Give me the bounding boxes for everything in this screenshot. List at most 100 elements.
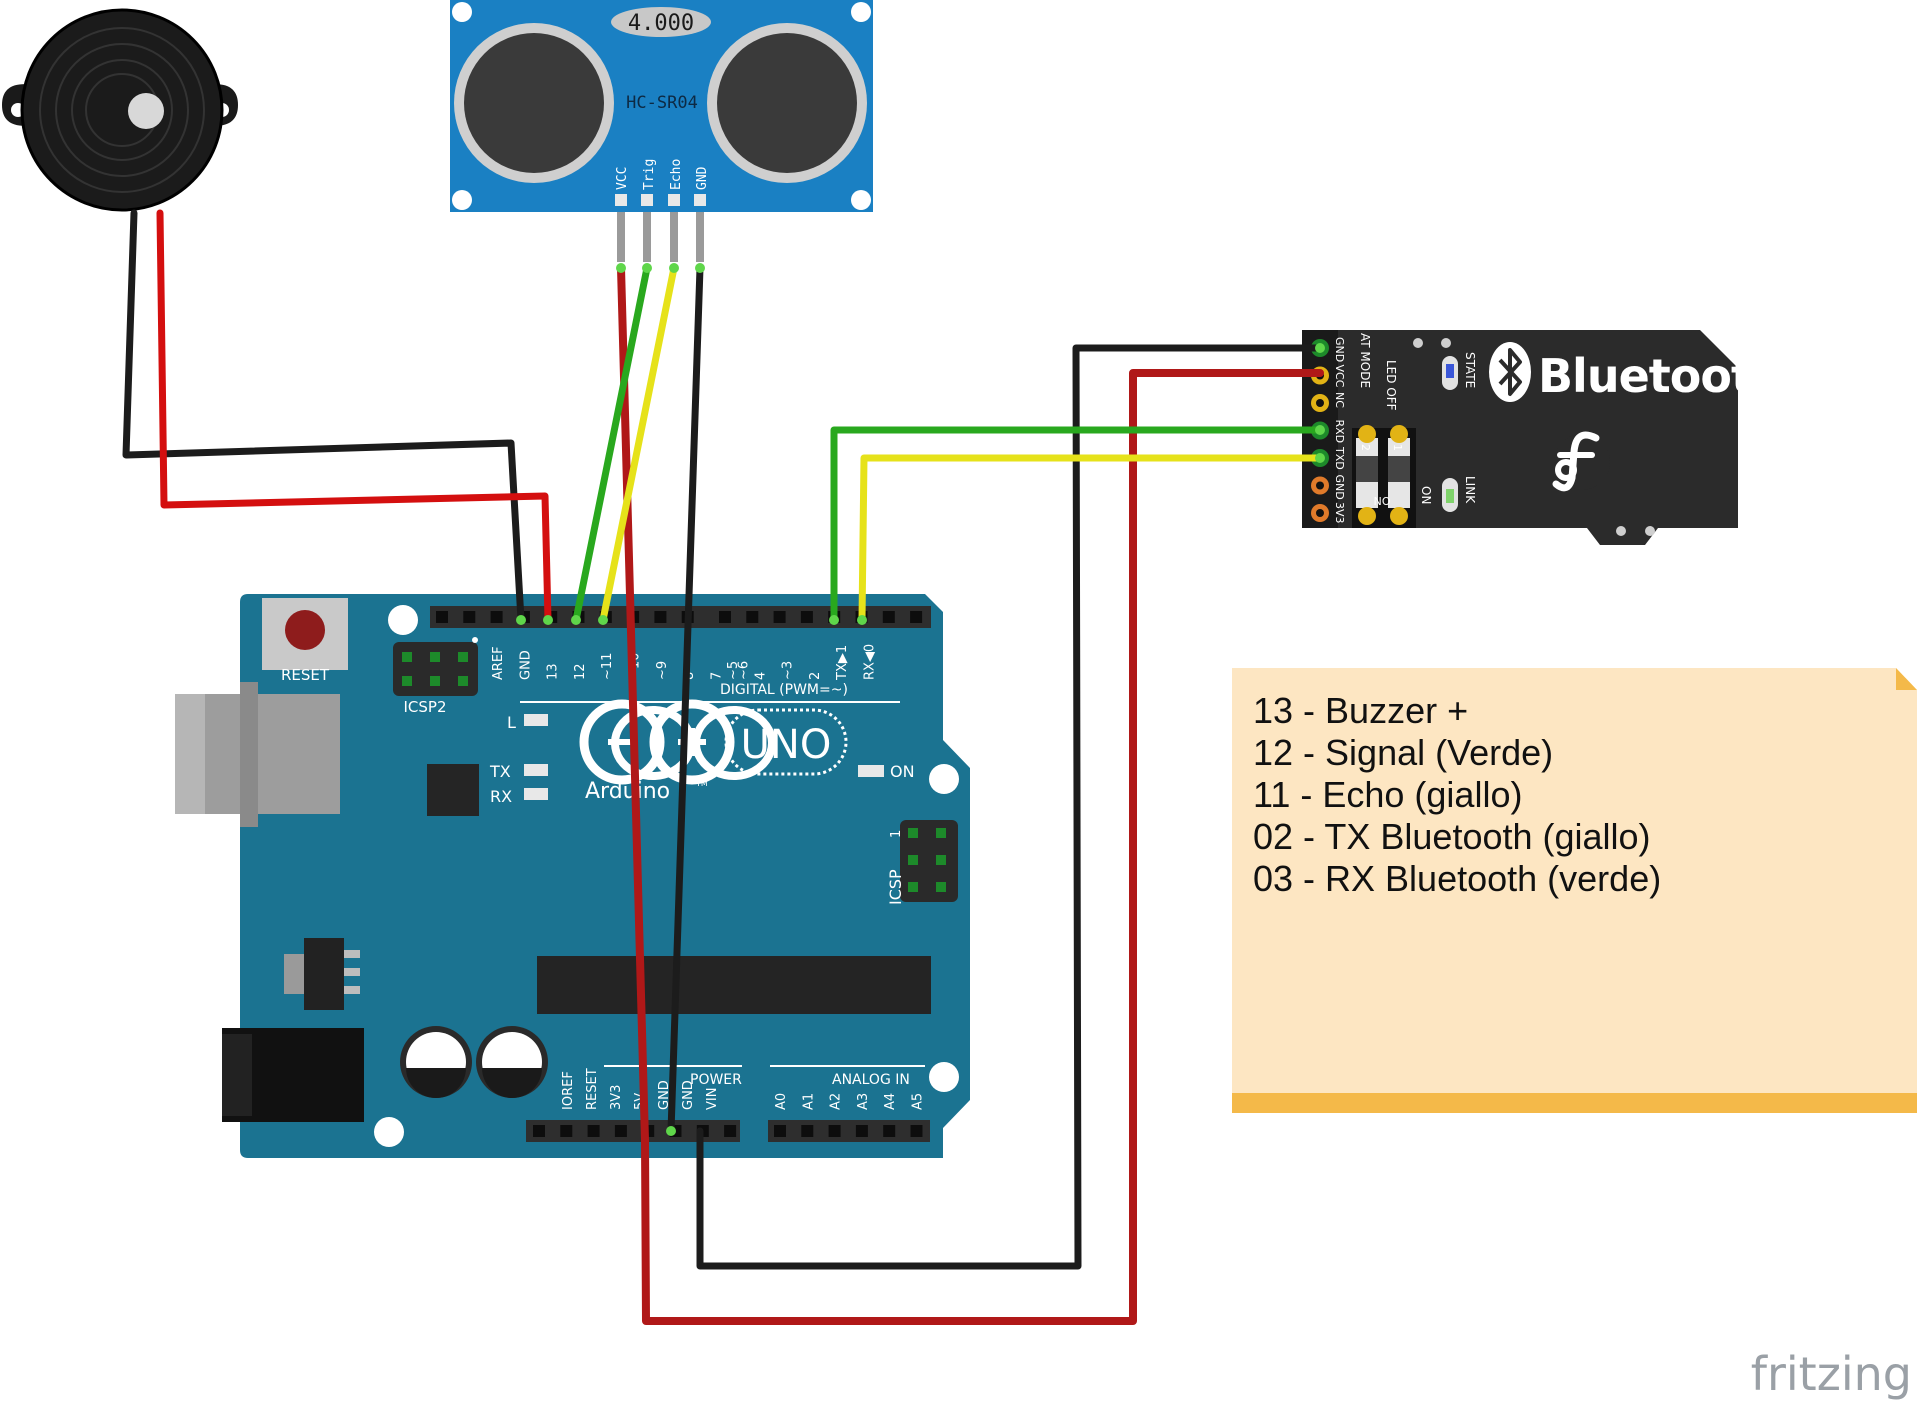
wire-bt-rxd [830, 426, 1324, 624]
pin-label: ~3 [781, 661, 796, 680]
reset-label: RESET [281, 666, 330, 684]
header-hole [800, 611, 813, 623]
icsp2-label: ICSP2 [403, 698, 446, 716]
pin-label: IOREF [561, 1071, 576, 1110]
pin-label: TX▶1 [835, 645, 850, 681]
led-rx-label: RX [490, 787, 512, 806]
pin-label: A2 [829, 1093, 844, 1110]
bt-pin-label: RXD [1333, 420, 1346, 444]
bt-at-mode-label: AT MODE [1358, 333, 1372, 388]
bt-title: Bluetooth [1538, 349, 1784, 403]
analog-label: ANALOG IN [832, 1072, 910, 1088]
sensor-pin-label: VCC [615, 167, 630, 190]
bt-pin-label: 3V3 [1333, 502, 1346, 524]
pin-label: GND [518, 650, 533, 680]
note-line: 11 - Echo (giallo) [1253, 774, 1522, 815]
pin-label: A0 [774, 1093, 789, 1110]
pin-label: A5 [911, 1093, 926, 1110]
bt-pin-label: VCC [1333, 365, 1346, 388]
header-hole [855, 1125, 868, 1137]
sensor-model: HC-SR04 [626, 93, 698, 113]
bt-switch-on-label: ON [1374, 494, 1391, 507]
bt-switch-1-label: 1 [1391, 444, 1404, 451]
pin-label: A1 [801, 1093, 816, 1110]
pin-label: 4 [753, 672, 768, 680]
pin-label: 13 [546, 663, 561, 680]
led-tx-label: TX [489, 762, 511, 781]
pin-label: VIN [705, 1088, 720, 1110]
header-hole [724, 1125, 737, 1137]
wire-sensor-echo [599, 264, 678, 624]
bt-pin-label: TXD [1333, 446, 1346, 470]
bt-switch-2-label: 2 [1359, 444, 1372, 451]
bt-state-label: STATE [1463, 352, 1477, 388]
led-l-label: L [507, 713, 516, 732]
wires [122, 209, 1325, 1325]
bt-pin-hole [1316, 509, 1324, 517]
wire-sensor-gnd [667, 264, 704, 1135]
pin-label: RESET [585, 1068, 600, 1110]
header-hole [828, 1125, 841, 1137]
bt-pin-hole [1316, 481, 1324, 490]
sensor-pin-label: GND [695, 166, 710, 190]
pin-label: ~11 [600, 653, 615, 680]
bt-led-off-label: LED OFF [1384, 360, 1398, 411]
wire-buzzer-positive [156, 209, 552, 624]
note-line: 02 - TX Bluetooth (giallo) [1253, 816, 1651, 857]
note-line: 03 - RX Bluetooth (verde) [1253, 858, 1661, 899]
header-hole [773, 611, 786, 623]
pin-label: ~5 [726, 661, 741, 680]
wire-bt-gnd [696, 344, 1324, 1270]
bluetooth-icon [1489, 342, 1531, 402]
header-hole [883, 1125, 896, 1137]
header-hole [654, 611, 667, 623]
on-led-label: ON [890, 762, 915, 781]
pin-label: GND [657, 1080, 672, 1110]
icsp-header: 1 ICSP [886, 820, 958, 905]
pin-label: AREF [491, 646, 506, 680]
arduino-uno-board: RESET ICSP2 L TX RX ON [175, 594, 970, 1158]
header-hole [910, 611, 923, 623]
bt-pin-label: GND [1333, 475, 1346, 500]
icsp-pin1-label: 1 [889, 830, 904, 838]
sensor-badge: 4.000 [628, 11, 694, 36]
note-line: 13 - Buzzer + [1253, 690, 1468, 731]
bt-dip-switch: 2 1 ON ON [1352, 425, 1433, 528]
pin-label: ~9 [655, 661, 670, 680]
power-label: POWER [690, 1072, 742, 1088]
header-hole [587, 1125, 600, 1137]
icsp2-header: ICSP2 [393, 637, 478, 716]
bt-switch-on-side-label: ON [1419, 486, 1433, 504]
pin-label: ~6 [737, 661, 752, 680]
header-hole [719, 611, 731, 623]
header-hole [533, 1125, 545, 1137]
arduino-tm: TM [695, 779, 708, 788]
header-hole [774, 1125, 786, 1137]
dfrobot-icon [1552, 431, 1610, 492]
header-hole [463, 611, 476, 623]
fritzing-watermark: fritzing [1751, 1347, 1912, 1401]
digital-label: DIGITAL (PWM=~) [720, 682, 848, 698]
header-hole [614, 1125, 627, 1137]
sensor-pin-label: Echo [669, 159, 684, 190]
pin-label: A3 [856, 1093, 871, 1110]
pin-label: 12 [573, 663, 588, 680]
bt-pin-label: NC [1333, 392, 1346, 408]
bt-pin-label: GND [1333, 337, 1346, 362]
header-hole [560, 1125, 573, 1137]
bluetooth-module: GND VCC NC RXD TXD GND 3V3 AT MODE LED OFF 2 1… [1302, 330, 1785, 545]
bt-pin-hole [1316, 399, 1324, 407]
pin-label: 2 [808, 672, 823, 680]
header-hole [910, 1125, 923, 1137]
pin-label: GND [681, 1080, 696, 1110]
ultrasonic-sensor: 4.000 HC-SR04 VCC Trig Echo GND [450, 0, 873, 262]
pin-label: RX◀0 [863, 644, 878, 680]
header-hole [490, 611, 503, 623]
icsp-label: ICSP [886, 869, 905, 905]
header-hole [801, 1125, 814, 1137]
buzzer [2, 8, 238, 212]
pin-label: A4 [883, 1093, 898, 1110]
wire-bt-txd [858, 454, 1324, 624]
